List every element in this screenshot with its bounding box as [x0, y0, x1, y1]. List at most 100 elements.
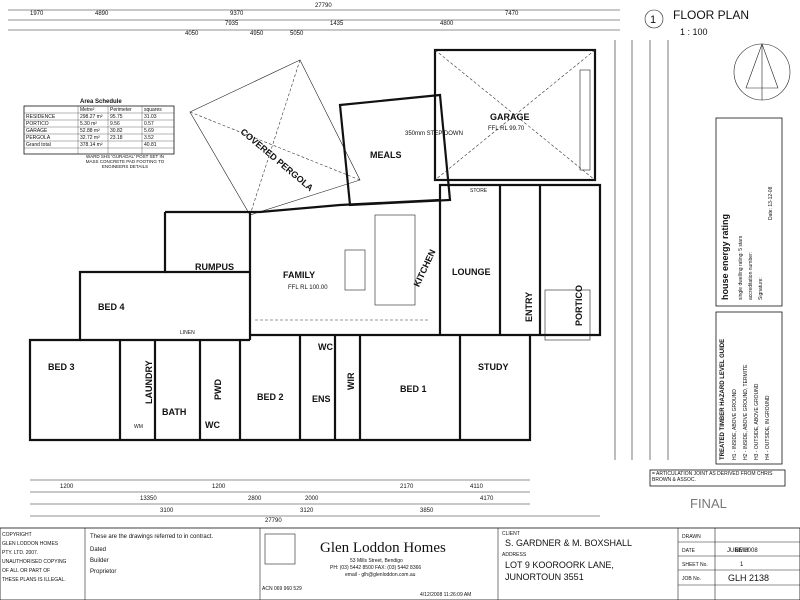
copyright-1: COPYRIGHT — [2, 532, 32, 538]
svg-text:FFL RL 100.00: FFL RL 100.00 — [288, 285, 328, 291]
covered-pergola: COVERED PERGOLA — [189, 59, 361, 216]
room-bed1: BED 1 — [400, 384, 427, 394]
room-rumpus: RUMPUS — [195, 262, 234, 272]
svg-text:1: 1 — [740, 562, 744, 568]
meals: MEALS 350mm STEP DOWN — [338, 93, 463, 207]
svg-text:1200: 1200 — [212, 484, 226, 490]
svg-text:3.52: 3.52 — [144, 135, 154, 141]
svg-text:30.82: 30.82 — [110, 128, 123, 134]
dim-top-6: 1435 — [330, 21, 344, 27]
svg-text:OF ALL OR PART OF: OF ALL OR PART OF — [2, 568, 50, 574]
svg-text:23.18: 23.18 — [110, 135, 123, 141]
dim-top-9: 4950 — [250, 31, 264, 37]
dim-top-4: 27790 — [315, 3, 332, 9]
svg-text:ADDRESS: ADDRESS — [502, 552, 527, 558]
svg-text:9.56: 9.56 — [110, 121, 120, 127]
svg-text:MEALS: MEALS — [370, 150, 402, 160]
site-address-1: LOT 9 KOOROORK LANE, — [505, 560, 614, 570]
svg-text:2800: 2800 — [248, 496, 262, 502]
svg-text:3850: 3850 — [420, 508, 434, 514]
svg-text:32.72 m²: 32.72 m² — [80, 135, 100, 141]
svg-text:350mm STEP DOWN: 350mm STEP DOWN — [405, 131, 463, 137]
title-block: COPYRIGHT GLEN LODDON HOMES PTY. LTD. 20… — [0, 527, 800, 600]
svg-text:378.14 m²: 378.14 m² — [80, 142, 103, 148]
svg-text:GARAGE: GARAGE — [26, 128, 48, 134]
dim-top-7: 4800 — [440, 21, 454, 27]
dim-top-8: 4050 — [185, 31, 199, 37]
portico: PORTICO — [544, 285, 591, 341]
svg-text:JUNE 2008: JUNE 2008 — [727, 548, 758, 554]
svg-text:email - glh@glenloddon.com.au: email - glh@glenloddon.com.au — [345, 572, 416, 578]
svg-text:SHEET No.: SHEET No. — [682, 562, 708, 568]
area-schedule-table: Area Schedule Metre² Perimeter squares R… — [23, 99, 175, 169]
builder-label: Builder — [90, 558, 109, 564]
svg-text:4110: 4110 — [470, 484, 484, 490]
room-entry: ENTRY — [524, 292, 534, 322]
plan-number: 1 — [650, 14, 656, 26]
svg-text:27790: 27790 — [265, 518, 282, 524]
svg-text:H3 - OUTSIDE, ABOVE GROUND: H3 - OUTSIDE, ABOVE GROUND — [754, 383, 760, 460]
room-wm: WM — [134, 424, 143, 430]
room-bath: BATH — [162, 407, 186, 417]
room-labels: FAMILY FFL RL 100.00 RUMPUS BED 4 BED 3 … — [48, 188, 534, 430]
energy-rating-box: house energy rating single dwelling rati… — [715, 117, 783, 307]
room-wir: WIR — [346, 372, 356, 390]
room-ens: ENS — [312, 394, 331, 404]
dim-top-5: 7470 — [505, 11, 519, 17]
dim-top-10: 5050 — [290, 31, 304, 37]
svg-text:40.81: 40.81 — [144, 142, 157, 148]
svg-text:PORTICO: PORTICO — [26, 121, 49, 127]
job-number: GLH 2138 — [728, 573, 769, 583]
room-bed3: BED 3 — [48, 362, 75, 372]
svg-text:PERGOLA: PERGOLA — [26, 135, 51, 141]
svg-text:PH: (03) 5442 8500 FAX: (03): PH: (03) 5442 8500 FAX: (03) 5442 8366 — [330, 565, 421, 571]
room-bed2: BED 2 — [257, 392, 284, 402]
energy-line1: single dwelling rating: 5 stars — [738, 235, 744, 300]
svg-text:PORTICO: PORTICO — [574, 285, 584, 326]
contract-text: These are the drawings referred to in co… — [90, 534, 213, 540]
room-bed4: BED 4 — [98, 302, 125, 312]
energy-title: house energy rating — [720, 214, 730, 300]
room-study: STUDY — [478, 362, 509, 372]
timber-hazard-guide: TREATED TIMBER HAZARD LEVEL GUIDE H1 - I… — [715, 311, 783, 465]
site-address-2: JUNORTOUN 3551 — [505, 572, 584, 582]
client-name: S. GARDNER & M. BOXSHALL — [505, 538, 632, 548]
proprietor-label: Proprietor — [90, 569, 116, 575]
svg-text:5.69: 5.69 — [144, 128, 154, 134]
svg-text:0.57: 0.57 — [144, 121, 154, 127]
svg-text:1200: 1200 — [60, 484, 74, 490]
garage: GARAGE FFL RL 99.70 — [433, 48, 597, 182]
room-pwd: PWD — [213, 379, 223, 400]
svg-text:GLEN LODDON HOMES: GLEN LODDON HOMES — [2, 541, 59, 547]
company-name: Glen Loddon Homes — [320, 540, 446, 556]
svg-text:4/12/2008 11:26:09 AM: 4/12/2008 11:26:09 AM — [420, 592, 471, 598]
plan-title: 1 FLOOR PLAN 1 : 100 — [644, 8, 749, 37]
svg-text:3100: 3100 — [160, 508, 174, 514]
svg-text:THESE PLANS IS ILLEGAL.: THESE PLANS IS ILLEGAL. — [2, 577, 66, 583]
area-schedule-title: Area Schedule — [80, 99, 122, 105]
plan-scale: 1 : 100 — [680, 27, 708, 37]
svg-text:PTY. LTD. 2007.: PTY. LTD. 2007. — [2, 550, 38, 556]
svg-text:RESIDENCE: RESIDENCE — [26, 114, 56, 120]
svg-text:Metre²: Metre² — [80, 107, 95, 113]
room-lounge: LOUNGE — [452, 267, 491, 277]
top-dimensions: 1970 4890 9370 27790 7470 1435 4800 4050… — [8, 3, 620, 37]
svg-text:H4 - OUTSIDE, IN GROUND: H4 - OUTSIDE, IN GROUND — [765, 395, 771, 460]
svg-text:53 Mills Street, Bendigo: 53 Mills Street, Bendigo — [350, 558, 403, 564]
room-laundry: LAUNDRY — [144, 360, 154, 404]
dim-top-11: 7935 — [225, 21, 239, 27]
room-kitchen: KITCHEN — [412, 248, 438, 288]
company-logo — [264, 533, 296, 565]
room-store: STORE — [470, 188, 488, 194]
north-compass-icon — [733, 43, 791, 101]
bottom-dimensions: 13350 27790 1200 2800 1200 2000 3850 217… — [30, 479, 600, 524]
dim-top-2: 4890 — [95, 11, 109, 17]
svg-text:UNAUTHORISED COPYING: UNAUTHORISED COPYING — [2, 559, 67, 565]
svg-text:DRAWN: DRAWN — [682, 534, 701, 540]
svg-text:JOB No.: JOB No. — [682, 576, 701, 582]
svg-text:GARAGE: GARAGE — [490, 112, 530, 122]
svg-text:TREATED TIMBER HAZARD LEVEL GU: TREATED TIMBER HAZARD LEVEL GUIDE — [720, 339, 726, 460]
svg-text:FFL RL 99.70: FFL RL 99.70 — [488, 126, 525, 132]
svg-text:ACN 069 960 529: ACN 069 960 529 — [262, 586, 302, 592]
